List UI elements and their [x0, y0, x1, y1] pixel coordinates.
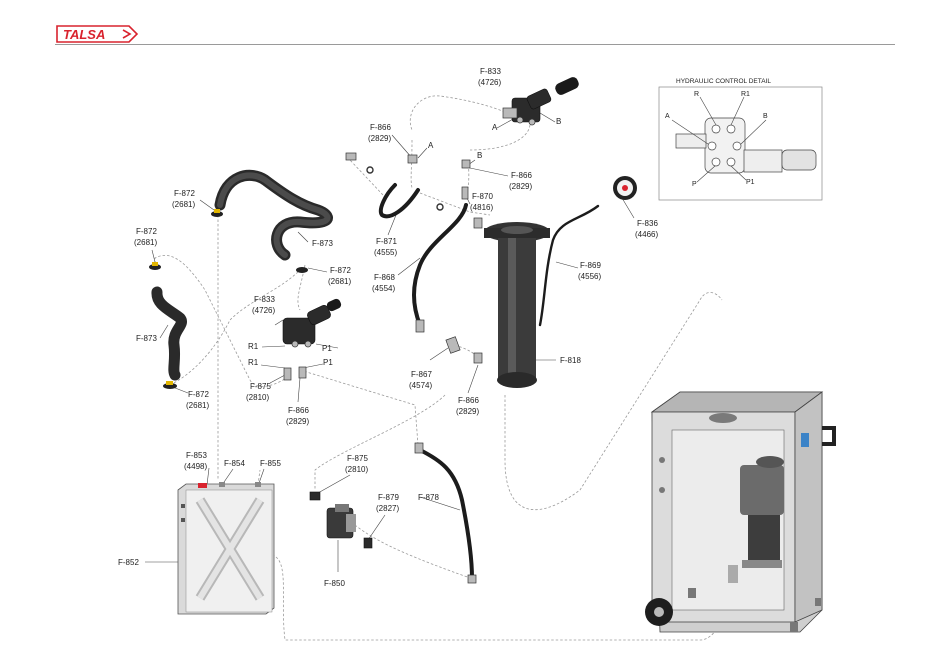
label-f869-code: F-869: [580, 261, 601, 270]
label-f871-sub: (4555): [374, 248, 397, 257]
oil-tank: [177, 482, 275, 615]
label-f854: F-854: [224, 459, 245, 468]
label-f866-a-code: F-866: [370, 123, 391, 132]
hydraulic-pump: [326, 504, 356, 539]
label-port-a-top: A: [492, 123, 498, 132]
label-r1-b: R1: [248, 358, 259, 367]
detail-port-b: B: [763, 113, 768, 120]
short-hydraulic-hose: [378, 183, 420, 219]
label-f875-a-sub: (2810): [246, 393, 269, 402]
label-f875-b-code: F-875: [347, 454, 368, 463]
label-f873-b: F-873: [136, 334, 157, 343]
label-f871-code: F-871: [376, 237, 397, 246]
label-f872-b-code: F-872: [136, 227, 157, 236]
part-labels: F-833 (4726) A B F-866 (2829) A B F-866 …: [118, 67, 658, 588]
elbow-fitting: [473, 352, 483, 364]
label-f879-code: F-879: [378, 493, 399, 502]
return-hose: [418, 448, 474, 580]
label-port-a-small: A: [428, 141, 434, 150]
detail-port-p: P: [692, 181, 697, 188]
header-rule: [55, 44, 895, 45]
label-f833-top-sub: (4726): [478, 78, 501, 87]
label-f872-c-code: F-872: [330, 266, 351, 275]
breather-hose-lower: [151, 286, 187, 381]
fitting-r1: [283, 367, 292, 381]
gauge-hose: [538, 204, 600, 327]
label-f868-sub: (4554): [372, 284, 395, 293]
tee-fitting: [445, 336, 461, 354]
label-f850: F-850: [324, 579, 345, 588]
label-f833-mid-code: F-833: [254, 295, 275, 304]
label-f872-d-sub: (2681): [186, 401, 209, 410]
label-f866-b-code: F-866: [511, 171, 532, 180]
label-f872-d-code: F-872: [188, 390, 209, 399]
label-f867-code: F-867: [411, 370, 432, 379]
detail-port-r1: R1: [741, 91, 750, 98]
fitting-p1: [298, 366, 307, 379]
label-f867-sub: (4574): [409, 381, 432, 390]
label-f872-b-sub: (2681): [134, 238, 157, 247]
label-f853-code: F-853: [186, 451, 207, 460]
logo-wordmark: TALSA: [63, 27, 105, 42]
detail-title: HYDRAULIC CONTROL DETAIL: [676, 78, 771, 85]
label-f879-sub: (2827): [376, 504, 399, 513]
detail-port-p1: P1: [746, 179, 755, 186]
label-f833-mid-sub: (4726): [252, 306, 275, 315]
power-unit-cabinet: [645, 391, 836, 633]
label-f872-c-sub: (2681): [328, 277, 351, 286]
leader-lines: [145, 112, 635, 572]
detail-port-r: R: [694, 91, 699, 98]
label-r1-a: R1: [248, 342, 259, 351]
label-p1-a: P1: [322, 344, 332, 353]
label-f866-d-code: F-866: [458, 396, 479, 405]
talsa-logo: TALSA: [56, 25, 139, 43]
label-f868-code: F-868: [374, 273, 395, 282]
hydraulic-control-detail: HYDRAULIC CONTROL DETAIL R R1 A B P P1: [658, 78, 823, 201]
label-port-b-top: B: [556, 117, 561, 126]
label-f875-a-code: F-875: [250, 382, 271, 391]
label-port-b-small: B: [477, 151, 482, 160]
label-f853-sub: (4498): [184, 462, 207, 471]
label-f852: F-852: [118, 558, 139, 567]
label-f836-sub: (4466): [635, 230, 658, 239]
fitting-f875-lower: [309, 491, 321, 501]
label-f872-a-sub: (2681): [172, 200, 195, 209]
label-f866-c-sub: (2829): [286, 417, 309, 426]
label-p1-b: P1: [323, 358, 333, 367]
label-f872-a-code: F-872: [174, 189, 195, 198]
long-hydraulic-hose: [412, 203, 468, 327]
label-f855: F-855: [260, 459, 281, 468]
column-tube: [484, 222, 550, 388]
label-f818: F-818: [560, 356, 581, 365]
label-f836-code: F-836: [637, 219, 658, 228]
pressure-gauge: [613, 176, 637, 200]
control-valve-mid: [282, 298, 342, 348]
label-f873-a: F-873: [312, 239, 333, 248]
label-f866-b-sub: (2829): [509, 182, 532, 191]
hose-clamps: [149, 209, 308, 389]
label-f866-c-code: F-866: [288, 406, 309, 415]
control-valve-top: [502, 77, 579, 126]
detail-port-a: A: [665, 113, 670, 120]
label-f875-b-sub: (2810): [345, 465, 368, 474]
connection-routes: [154, 95, 736, 641]
fittings-upper: [345, 152, 483, 229]
label-f878: F-878: [418, 493, 439, 502]
label-f866-a-sub: (2829): [368, 134, 391, 143]
label-f869-sub: (4556): [578, 272, 601, 281]
label-f866-d-sub: (2829): [456, 407, 479, 416]
label-f870-sub: (4816): [470, 203, 493, 212]
label-f833-top-code: F-833: [480, 67, 501, 76]
label-f870-code: F-870: [472, 192, 493, 201]
